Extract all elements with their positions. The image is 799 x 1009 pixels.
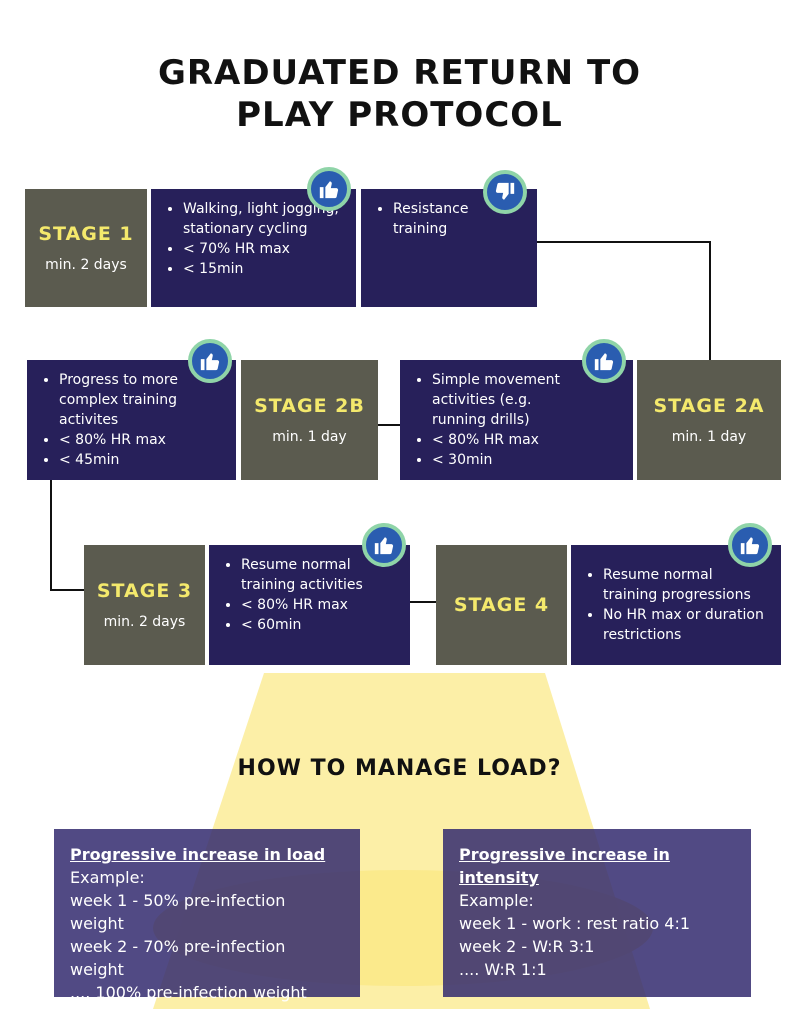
list-item: Resistance training bbox=[393, 199, 503, 239]
stage-3-duration: min. 2 days bbox=[103, 614, 186, 630]
list-item: No HR max or duration restrictions bbox=[603, 605, 769, 645]
thumbs-up-icon bbox=[582, 339, 626, 383]
load-panel-heading: Progressive increase in load bbox=[70, 845, 326, 864]
stage-3-allowed-box: Resume normal training activities < 80% … bbox=[209, 545, 410, 665]
page-title: GRADUATED RETURN TO PLAY PROTOCOL bbox=[0, 52, 799, 136]
thumbs-up-icon bbox=[362, 523, 406, 567]
load-panel: Progressive increase in load Example: we… bbox=[54, 829, 360, 1002]
connector-line bbox=[537, 241, 710, 243]
load-panel-line: week 1 - 50% pre-infection weight bbox=[70, 891, 286, 933]
intensity-panel-line: Example: bbox=[459, 891, 534, 910]
stage-2a-duration: min. 1 day bbox=[671, 429, 747, 445]
title-line-2: PLAY PROTOCOL bbox=[236, 95, 563, 135]
thumbs-up-icon bbox=[728, 523, 772, 567]
load-panel-line: week 2 - 70% pre-infection weight bbox=[70, 937, 286, 979]
connector-line bbox=[50, 589, 85, 591]
connector-line bbox=[50, 480, 52, 590]
list-item: Resume normal training progressions bbox=[603, 565, 769, 605]
manage-load-heading: HOW TO MANAGE LOAD? bbox=[237, 756, 562, 781]
connector-line bbox=[410, 601, 436, 603]
intensity-panel: Progressive increase in intensity Exampl… bbox=[443, 829, 751, 997]
intensity-panel-heading: Progressive increase in intensity bbox=[459, 845, 670, 887]
stage-4-name: STAGE 4 bbox=[453, 594, 550, 616]
stage-1-avoid-box: Resistance training bbox=[361, 189, 537, 307]
thumbs-down-icon bbox=[483, 170, 527, 214]
title-line-1: GRADUATED RETURN TO bbox=[157, 53, 642, 93]
stage-1-name: STAGE 1 bbox=[38, 223, 134, 245]
list-item: < 80% HR max bbox=[59, 430, 224, 450]
list-item: Resume normal training activities bbox=[241, 555, 391, 595]
list-item: Progress to more complex training activi… bbox=[59, 370, 224, 430]
list-item: < 15min bbox=[183, 259, 344, 279]
connector-line bbox=[709, 241, 711, 361]
list-item: < 80% HR max bbox=[432, 430, 582, 450]
list-item: Simple movement activities (e.g. running… bbox=[432, 370, 582, 430]
list-item: Walking, light jogging, stationary cycli… bbox=[183, 199, 344, 239]
thumbs-up-icon bbox=[307, 167, 351, 211]
stage-4-card: STAGE 4 bbox=[436, 545, 567, 665]
intensity-panel-line: week 1 - work : rest ratio 4:1 bbox=[459, 914, 691, 933]
load-panel-line: Example: bbox=[70, 868, 145, 887]
connector-line bbox=[378, 424, 400, 426]
stage-2b-card: STAGE 2B min. 1 day bbox=[241, 360, 378, 480]
stage-3-card: STAGE 3 min. 2 days bbox=[84, 545, 205, 665]
list-item: < 60min bbox=[241, 615, 391, 635]
intensity-panel-line: .... W:R 1:1 bbox=[459, 960, 547, 979]
thumbs-up-icon bbox=[188, 339, 232, 383]
list-item: < 45min bbox=[59, 450, 224, 470]
stage-1-card: STAGE 1 min. 2 days bbox=[25, 189, 147, 307]
stage-3-name: STAGE 3 bbox=[96, 580, 193, 602]
stage-2b-name: STAGE 2B bbox=[254, 395, 365, 417]
stage-2a-name: STAGE 2A bbox=[653, 395, 765, 417]
stage-1-duration: min. 2 days bbox=[45, 257, 127, 273]
list-item: < 80% HR max bbox=[241, 595, 391, 615]
stage-2b-duration: min. 1 day bbox=[272, 429, 347, 445]
stage-2a-card: STAGE 2A min. 1 day bbox=[637, 360, 781, 480]
load-panel-line: .... 100% pre-infection weight bbox=[70, 983, 307, 1002]
intensity-panel-line: week 2 - W:R 3:1 bbox=[459, 937, 595, 956]
list-item: < 70% HR max bbox=[183, 239, 344, 259]
list-item: < 30min bbox=[432, 450, 582, 470]
